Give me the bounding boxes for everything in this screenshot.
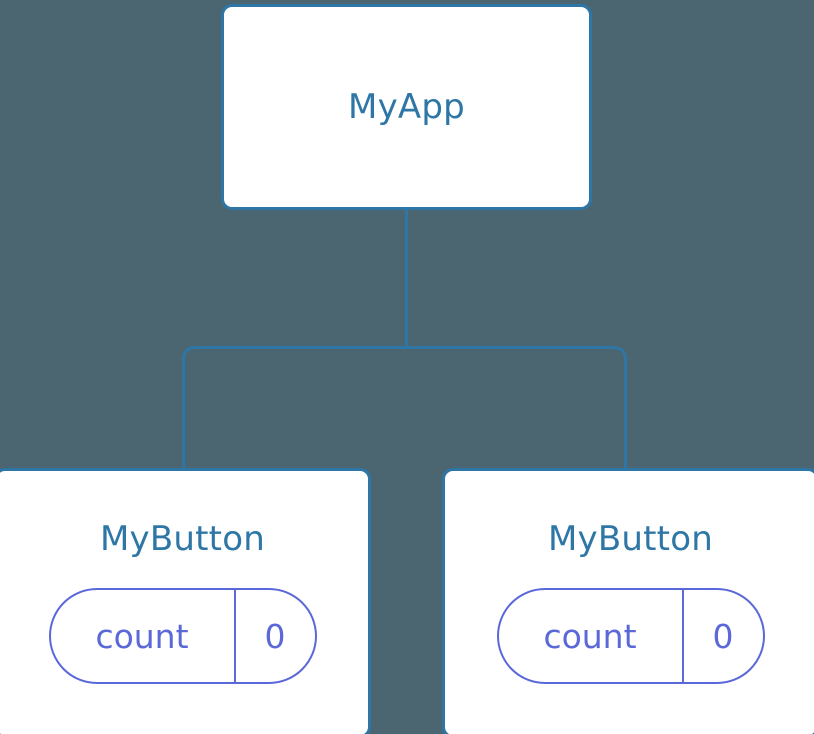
- node-mybutton-right-label: MyButton: [548, 519, 713, 559]
- node-myapp[interactable]: MyApp: [221, 4, 592, 210]
- state-pill-left-key-cell: count: [51, 590, 236, 682]
- state-pill-left-key: count: [95, 616, 189, 656]
- state-pill-left-value: 0: [264, 616, 286, 656]
- node-mybutton-right[interactable]: MyButton count 0: [442, 468, 814, 734]
- state-pill-right-key: count: [543, 616, 637, 656]
- state-pill-right[interactable]: count 0: [496, 588, 765, 684]
- state-pill-left-value-cell: 0: [236, 590, 315, 682]
- node-mybutton-left-label: MyButton: [100, 519, 265, 559]
- state-pill-right-value: 0: [712, 616, 734, 656]
- node-mybutton-left[interactable]: MyButton count 0: [0, 468, 371, 734]
- edge-bus-left-icon: [182, 346, 407, 470]
- state-pill-left[interactable]: count 0: [48, 588, 317, 684]
- state-pill-right-value-cell: 0: [684, 590, 763, 682]
- state-pill-right-key-cell: count: [499, 590, 684, 682]
- edge-bus-right-icon: [406, 346, 627, 470]
- node-myapp-label: MyApp: [348, 87, 465, 127]
